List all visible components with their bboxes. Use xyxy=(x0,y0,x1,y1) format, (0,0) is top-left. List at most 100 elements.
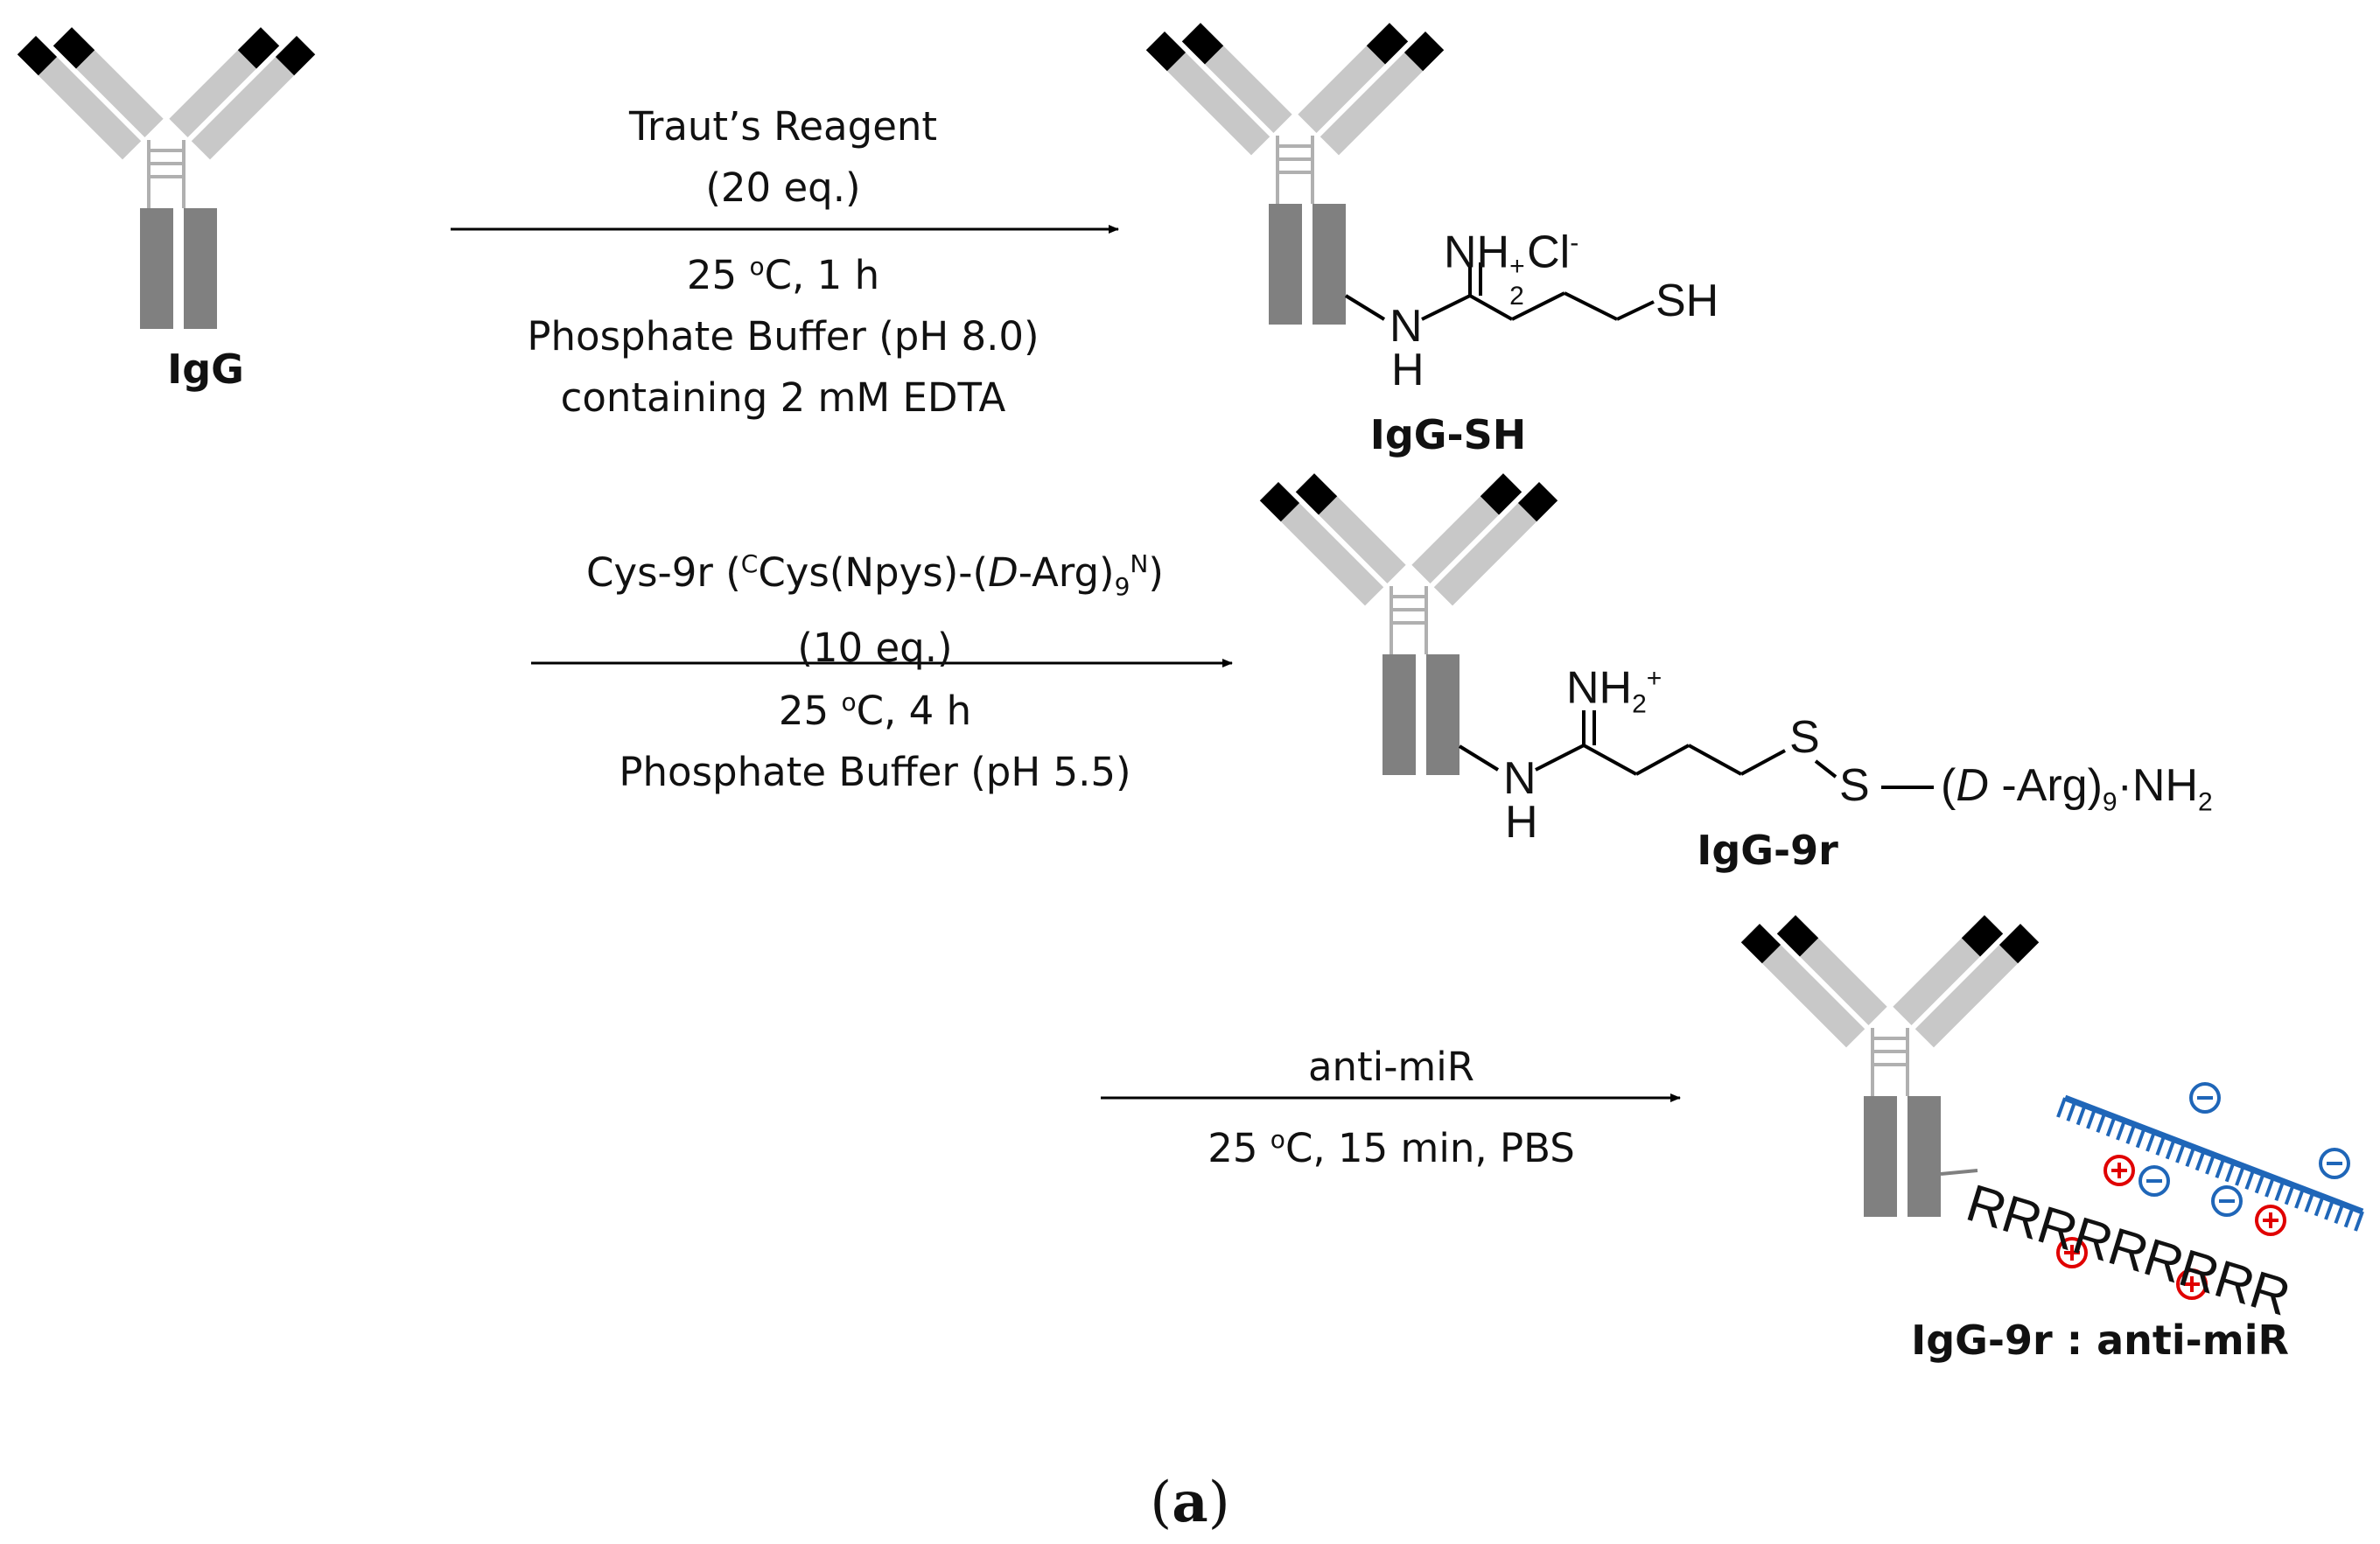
degree-sup: o xyxy=(841,688,857,716)
r-mid: Cys(Npys)-( xyxy=(758,549,989,596)
rna-base xyxy=(2205,1154,2216,1175)
chem2-n: N xyxy=(1503,753,1536,804)
step1-buffer: Phosphate Buffer (pH 8.0) xyxy=(527,313,1040,360)
cap-open: ( xyxy=(1150,1471,1172,1535)
rna-base xyxy=(2185,1146,2196,1168)
step1-eq: (20 eq.) xyxy=(705,164,861,211)
r-post: ) xyxy=(1148,549,1164,596)
rna-base xyxy=(2264,1177,2275,1198)
nh2-sub: 2 xyxy=(2198,787,2213,817)
step3-above: anti-miR xyxy=(1307,1044,1475,1090)
step2-above: Cys-9r (CCys(Npys)-(D-Arg)9N) (10 eq.) xyxy=(490,534,1260,679)
rna-base xyxy=(2076,1104,2087,1126)
rna-base xyxy=(2215,1157,2226,1179)
r-mid2: -Arg) xyxy=(1018,549,1115,596)
temp-rest: C, 1 h xyxy=(764,252,880,298)
step2-buffer: Phosphate Buffer (pH 5.5) xyxy=(619,749,1131,795)
rna-base xyxy=(2224,1161,2236,1183)
nh: NH xyxy=(1444,227,1510,278)
nh-sup: + xyxy=(1646,664,1662,693)
rna-base xyxy=(2116,1120,2126,1141)
rna-base xyxy=(2194,1149,2206,1171)
step2-reagent: Cys-9r (CCys(Npys)-(D-Arg)9N) xyxy=(490,534,1260,618)
label-igg-sh: IgG-SH xyxy=(1369,411,1527,458)
temp-value: 25 xyxy=(686,252,750,298)
antibody-igg xyxy=(15,11,318,332)
rna-base xyxy=(2165,1138,2176,1160)
rna-base xyxy=(2125,1123,2137,1145)
rna-base xyxy=(2135,1127,2146,1149)
rna-base xyxy=(2105,1115,2117,1137)
label-igg-9r: IgG-9r xyxy=(1697,827,1838,874)
charges xyxy=(2056,1082,2350,1300)
rna-base xyxy=(2244,1169,2256,1191)
rna-base xyxy=(2354,1211,2364,1232)
r-d: D xyxy=(988,549,1018,596)
arg-sub: 9 xyxy=(2102,787,2118,817)
rna-base xyxy=(2274,1180,2286,1202)
label-igg: IgG xyxy=(167,346,244,393)
negative-charge-ring xyxy=(2319,1148,2350,1179)
antibody-igg-sh xyxy=(1144,7,1446,327)
cap-letter: a xyxy=(1172,1470,1208,1535)
step1-edta: containing 2 mM EDTA xyxy=(560,374,1006,421)
step2-eq: (10 eq.) xyxy=(797,625,953,671)
r-sup-n: N xyxy=(1130,549,1149,578)
nh: NH xyxy=(1566,662,1633,714)
cap-close: ) xyxy=(1208,1471,1230,1535)
anti-mir-strand xyxy=(2056,1094,2364,1232)
rna-base xyxy=(2324,1199,2334,1220)
chem2-h: H xyxy=(1505,797,1538,848)
figure-caption: (a) xyxy=(1102,1470,1278,1535)
antibody-complex xyxy=(1739,899,2041,1219)
rna-base xyxy=(2155,1135,2166,1156)
nh-sub: 2 xyxy=(1632,689,1647,719)
degree-sup: o xyxy=(1270,1125,1285,1154)
step2-temp: 25 oC, 4 h xyxy=(490,672,1260,742)
temp-rest: C, 15 min, PBS xyxy=(1284,1125,1575,1171)
d-label: D xyxy=(1956,760,1989,811)
rna-base xyxy=(2254,1172,2265,1194)
nh2: ·NH xyxy=(2117,760,2198,811)
negative-charge-ring xyxy=(2211,1185,2243,1217)
rna-base xyxy=(2334,1203,2345,1225)
igg-9r-bonds xyxy=(1458,710,1934,789)
chem2-nh2: NH2+ xyxy=(1566,654,1662,730)
r-sub: 9 xyxy=(1114,572,1130,601)
rna-base xyxy=(2294,1188,2305,1209)
rna-base xyxy=(2096,1112,2107,1134)
step1-above: Traut’s Reagent (20 eq.) xyxy=(451,96,1116,219)
antibody-igg-9r xyxy=(1257,458,1560,777)
chem2-arg: (D -Arg)9·NH2 xyxy=(1941,761,2213,827)
temp-value: 25 xyxy=(1208,1125,1270,1171)
rna-base xyxy=(2056,1097,2067,1118)
igg-sh-bonds xyxy=(1344,262,1655,321)
rna-base xyxy=(2086,1108,2096,1129)
chem2-s1: S xyxy=(1789,712,1820,763)
step1-below: 25 oC, 1 h Phosphate Buffer (pH 8.0) con… xyxy=(451,236,1116,429)
arg: -Arg) xyxy=(1988,760,2103,811)
rna-base xyxy=(2175,1142,2186,1163)
step3-below: 25 oC, 15 min, PBS xyxy=(1102,1109,1680,1179)
degree-sup: o xyxy=(749,252,765,281)
positive-charge-ring xyxy=(2104,1155,2135,1186)
step2-below: 25 oC, 4 h Phosphate Buffer (pH 5.5) xyxy=(490,672,1260,803)
rna-base xyxy=(2284,1184,2295,1205)
rna-base xyxy=(2343,1206,2355,1228)
rna-base xyxy=(2146,1131,2156,1152)
cl: Cl xyxy=(1527,227,1571,278)
negative-charge-ring xyxy=(2189,1082,2221,1114)
rna-base xyxy=(2235,1165,2245,1186)
temp-value: 25 xyxy=(778,688,842,734)
temp-rest: C, 4 h xyxy=(856,688,972,734)
r-sup-c: C xyxy=(740,549,759,578)
chem1-n: N xyxy=(1390,301,1423,352)
complex-linker xyxy=(1940,1169,1978,1176)
cl-sup: - xyxy=(1570,228,1579,257)
positive-charge-ring xyxy=(2255,1205,2286,1236)
rna-base xyxy=(2066,1100,2077,1122)
nh-sup: + xyxy=(1509,252,1525,282)
